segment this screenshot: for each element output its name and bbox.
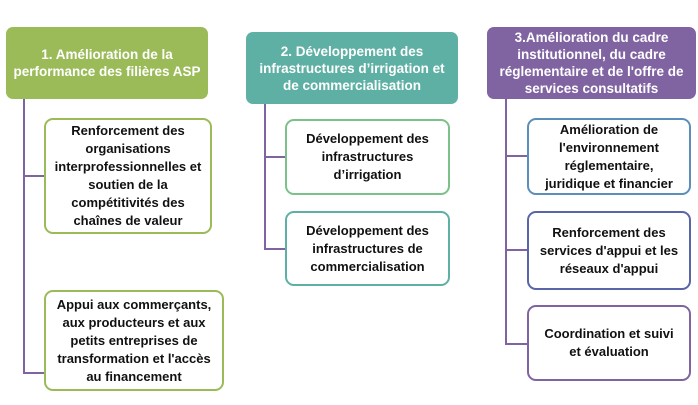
connector-line (264, 248, 286, 250)
column-1-item-1: Renforcement des organisations interprof… (44, 118, 212, 234)
column-1-header: 1. Amélioration de la performance des fi… (6, 27, 208, 99)
column-3-item-2: Renforcement des services d'appui et les… (527, 211, 691, 290)
column-3-item-1: Amélioration de l'environnement réglemen… (527, 118, 691, 195)
column-1-item-2: Appui aux commerçants, aux producteurs e… (44, 290, 224, 391)
connector-line (23, 99, 25, 374)
connector-line (23, 175, 45, 177)
column-3-header: 3.Amélioration du cadre institutionnel, … (487, 27, 696, 99)
connector-line (23, 372, 45, 374)
connector-line (505, 343, 527, 345)
column-2-item-1: Développement des infrastructures d’irri… (285, 119, 450, 195)
column-3-item-3: Coordination et suivi et évaluation (527, 305, 691, 381)
column-2-header: 2. Développement des infrastructures d’i… (246, 32, 458, 104)
connector-line (505, 99, 507, 345)
column-2-item-2: Développement des infrastructures de com… (285, 211, 450, 286)
connector-line (264, 156, 286, 158)
connector-line (264, 104, 266, 250)
connector-line (505, 249, 527, 251)
connector-line (505, 155, 527, 157)
